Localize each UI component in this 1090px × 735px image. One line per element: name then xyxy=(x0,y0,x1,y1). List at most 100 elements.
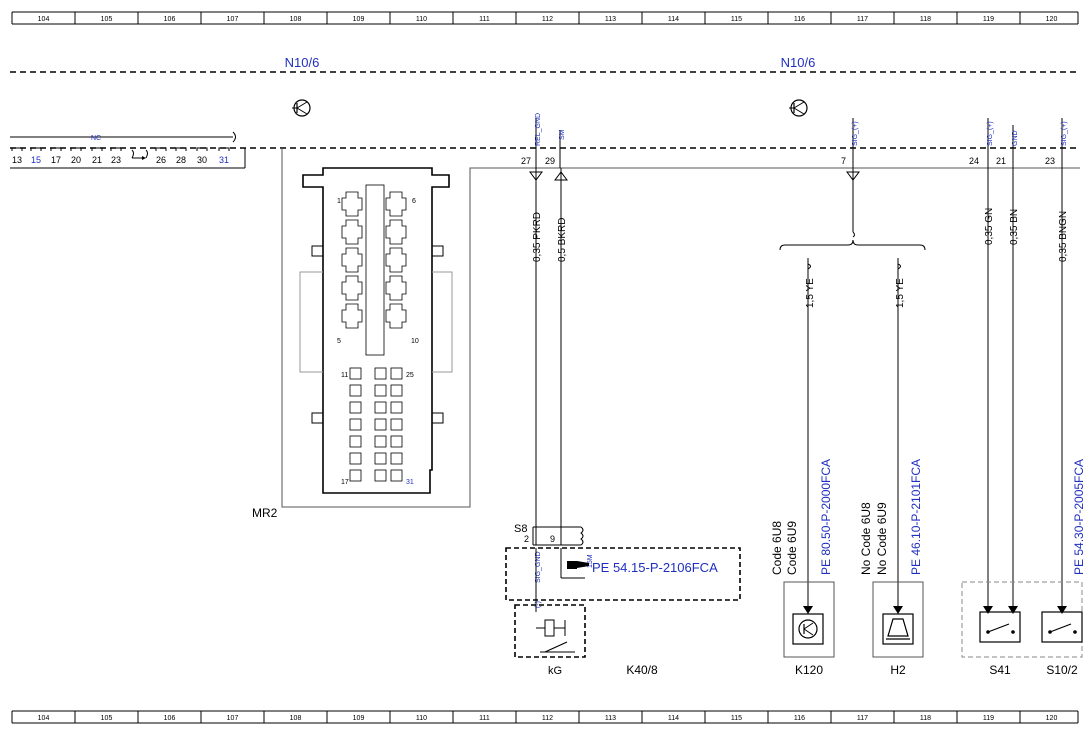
connector-cavity xyxy=(390,384,403,397)
pin-number: 27 xyxy=(521,156,531,166)
grid-top-cell-label: 120 xyxy=(1046,16,1058,23)
k40-module-box xyxy=(514,604,586,658)
pin-number: 2 xyxy=(524,534,529,544)
pin-number: 7 xyxy=(841,156,846,166)
connector-cavity xyxy=(341,247,363,273)
connector-cavity xyxy=(390,452,403,465)
grid-bottom-cell-label: 109 xyxy=(353,715,365,722)
h2-label: H2 xyxy=(890,663,906,677)
bus-pin-label: 20 xyxy=(71,155,81,165)
wire-label: 1,5 YE xyxy=(895,278,906,308)
s8-label: S8 xyxy=(514,523,527,535)
mr2-pin-label: 25 xyxy=(406,372,414,379)
grid-top-cell-label: 116 xyxy=(794,16,805,23)
connector-cavity xyxy=(390,367,403,380)
module-label-left[interactable]: N10/6 xyxy=(285,55,320,70)
connector-cavity xyxy=(374,418,387,431)
grid-top-cell-label: 111 xyxy=(479,16,490,23)
mr2-pin-label: 6 xyxy=(412,198,416,205)
connector-cavity xyxy=(374,401,387,414)
h2-code: No Code 6U9 xyxy=(875,502,889,575)
connector-cavity xyxy=(341,303,363,329)
mr2-pin-label: 31 xyxy=(406,479,414,486)
connector-cavity xyxy=(390,469,403,482)
connector-cavity xyxy=(341,191,363,217)
connector-cavity xyxy=(374,367,387,380)
left-bus: NC xyxy=(10,131,246,169)
mr2-pin-label: 11 xyxy=(341,372,348,379)
wire-label: 0,35 BNGN xyxy=(1058,211,1069,262)
pin-27: 27 REL_GND xyxy=(521,113,543,545)
grid-top-cell-label: 115 xyxy=(731,16,742,23)
bus-pin-label: 28 xyxy=(176,155,186,165)
mr2-pin-label: 17 xyxy=(341,479,349,486)
grid-top-cell-label: 119 xyxy=(983,16,994,23)
grid-top-cell-label: 112 xyxy=(542,16,553,23)
connector-cavity xyxy=(349,452,362,465)
pin-number: 23 xyxy=(1045,156,1055,166)
grid-bottom-cell-label: 120 xyxy=(1046,715,1058,722)
kg-label: kG xyxy=(548,665,562,677)
grid-bottom-cell-label: 115 xyxy=(731,715,742,722)
mr2-pin-cells xyxy=(341,191,407,482)
connector-cavity xyxy=(349,401,362,414)
connector-cavity xyxy=(341,219,363,245)
wire-label: 0,35 GN xyxy=(984,208,995,245)
pin-signal-label: SIG_(+) xyxy=(987,121,994,146)
grid-bottom-cell-label: 117 xyxy=(857,715,868,722)
s10-label: S10/2 xyxy=(1046,663,1078,677)
k120-reference-link[interactable]: PE 80.50-P-2000FCA xyxy=(819,459,833,575)
bus-pin-label: 23 xyxy=(111,155,121,165)
pin-29: 29 SM xyxy=(545,129,568,545)
s10-reference-link[interactable]: PE 54.30-P-2005FCA xyxy=(1072,459,1086,575)
h2-reference-link[interactable]: PE 46.10-P-2101FCA xyxy=(909,459,923,575)
grid-top-cell-label: 106 xyxy=(164,16,176,23)
grid-bottom-cell-label: 110 xyxy=(416,715,427,722)
bus-pin-label: 17 xyxy=(51,155,61,165)
horn-icon xyxy=(882,606,914,645)
pin-number: 9 xyxy=(550,534,555,544)
connector-cavity xyxy=(349,367,362,380)
module-label-right[interactable]: N10/6 xyxy=(781,55,816,70)
transistor-icon xyxy=(292,99,311,117)
pin-21: 21 GND xyxy=(996,125,1019,610)
connector-cavity xyxy=(390,418,403,431)
switch-icon xyxy=(1041,606,1083,643)
grid-top-cell-label: 110 xyxy=(416,16,427,23)
s8-connector: S8 2 9 xyxy=(514,523,584,546)
grid-bottom-cell-label: 111 xyxy=(479,715,490,722)
pin-signal-label: 15M xyxy=(587,554,594,568)
grid-bottom-cell-label: 108 xyxy=(290,715,302,722)
transistor-icon xyxy=(792,606,824,645)
pin-signal-label: SIG_(+) xyxy=(852,121,859,146)
grid-top-cell-label: 109 xyxy=(353,16,365,23)
mr2-pin-label: 5 xyxy=(337,338,341,345)
wire-break-icon xyxy=(131,149,148,160)
s8-reference-link[interactable]: PE 54.15-P-2106FCA xyxy=(592,560,718,575)
grid-top-cell-label: 104 xyxy=(38,16,50,23)
connector-cavity xyxy=(349,384,362,397)
connector-cavity xyxy=(390,435,403,448)
s8-module-box xyxy=(505,547,741,601)
grid-bottom-cell-label: 104 xyxy=(38,715,50,722)
grid-bottom-cell-label: 105 xyxy=(101,715,113,722)
k120-code: Code 6U8 xyxy=(770,521,784,575)
s41-label: S41 xyxy=(989,663,1011,677)
switch-icon xyxy=(979,606,1021,643)
connector-cavity xyxy=(385,247,407,273)
grid-top-cell-label: 105 xyxy=(101,16,113,23)
connector-cavity xyxy=(349,469,362,482)
grid-bottom-cell-label: 107 xyxy=(227,715,239,722)
grid-top-cell-label: 113 xyxy=(605,16,616,23)
transistor-icon xyxy=(789,99,808,117)
connector-cavity xyxy=(385,303,407,329)
wire-label: 0,35 BN xyxy=(1009,209,1020,245)
connector-cavity xyxy=(341,275,363,301)
k120-box xyxy=(783,581,835,658)
grid-bottom-cell-label: 106 xyxy=(164,715,176,722)
grid-bottom-cell-label: 112 xyxy=(542,715,553,722)
pin-signal-label: SIG_(+) xyxy=(1061,121,1068,146)
